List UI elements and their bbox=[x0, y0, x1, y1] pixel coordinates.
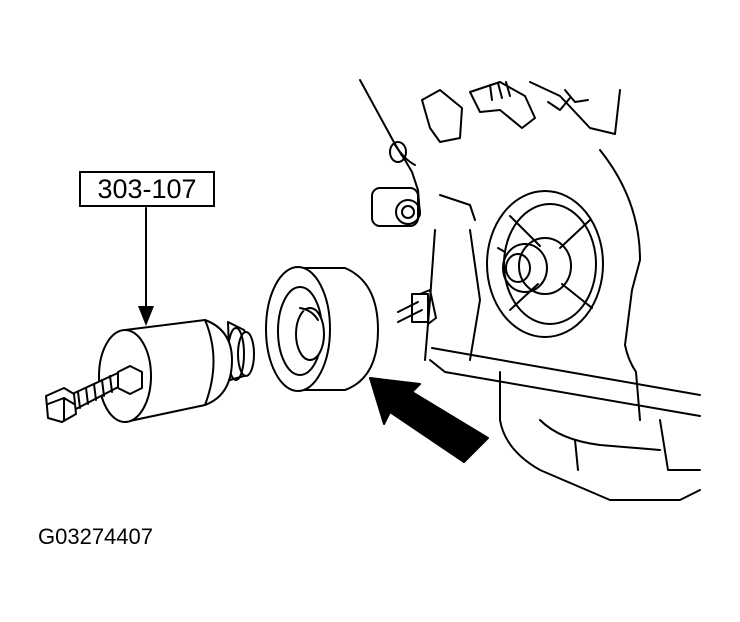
engine-bolt bbox=[397, 289, 437, 325]
seal-installer-tool bbox=[45, 319, 255, 423]
tool-callout-label: 303-107 bbox=[79, 171, 215, 207]
front-seal bbox=[265, 266, 379, 392]
figure-id: G03274407 bbox=[38, 524, 153, 549]
install-direction-arrow bbox=[369, 377, 489, 463]
engine-pulley bbox=[486, 190, 604, 338]
engine-front-cover bbox=[359, 79, 701, 501]
callout-arrowhead bbox=[138, 306, 154, 326]
engine-boss bbox=[371, 187, 421, 227]
